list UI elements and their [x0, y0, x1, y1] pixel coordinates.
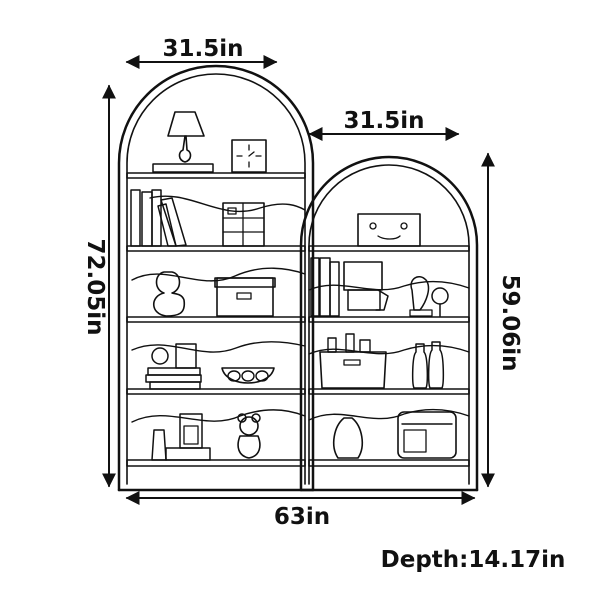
tall-bookshelf	[117, 64, 315, 492]
desk-lamp-icon	[152, 111, 214, 173]
tall-shelf-wave-backs	[131, 195, 306, 423]
depth-label: Depth:14.17in	[381, 547, 566, 573]
left-width-label: 31.5in	[162, 36, 243, 62]
books-with-jar-icon	[145, 343, 202, 390]
short-shelf-boards	[308, 245, 470, 467]
storage-box-icon	[214, 277, 276, 317]
ceramic-vase-icon	[332, 417, 364, 459]
short-shelf-outer-frame	[299, 155, 479, 492]
right-width-label: 31.5in	[343, 108, 424, 134]
right-height-label: 59.06in	[497, 274, 523, 371]
desk-organizer-icon	[222, 202, 265, 247]
short-shelf-inner-frame	[308, 164, 470, 485]
toaster-icon	[397, 411, 457, 459]
fruit-bowl-icon	[221, 367, 275, 384]
total-width-label: 63in	[274, 504, 330, 530]
left-height-label: 72.05in	[82, 238, 108, 335]
dimension-lines	[102, 55, 495, 505]
bird-figurine-icon	[409, 276, 449, 317]
short-bookshelf	[299, 155, 479, 492]
tall-shelf-boards	[126, 172, 306, 467]
face-sign-icon	[357, 213, 421, 247]
storage-basket-icon	[319, 333, 387, 389]
bear-figurine-icon	[237, 413, 261, 459]
tall-shelf-inner-frame	[126, 73, 306, 485]
bulb-vase-icon	[152, 271, 186, 317]
coffee-machine-icon	[343, 261, 389, 311]
upright-books-icon	[310, 257, 340, 317]
dimension-labels: 31.5in 31.5in 72.05in 59.06in 63in Depth…	[82, 36, 565, 573]
book-stack-icon	[130, 189, 187, 247]
picture-frame-icon	[151, 413, 211, 461]
short-shelf-wave-backs	[308, 280, 470, 421]
clock-icon	[231, 139, 267, 173]
tall-shelf-outer-frame	[117, 64, 315, 492]
bottles-icon	[411, 341, 445, 389]
